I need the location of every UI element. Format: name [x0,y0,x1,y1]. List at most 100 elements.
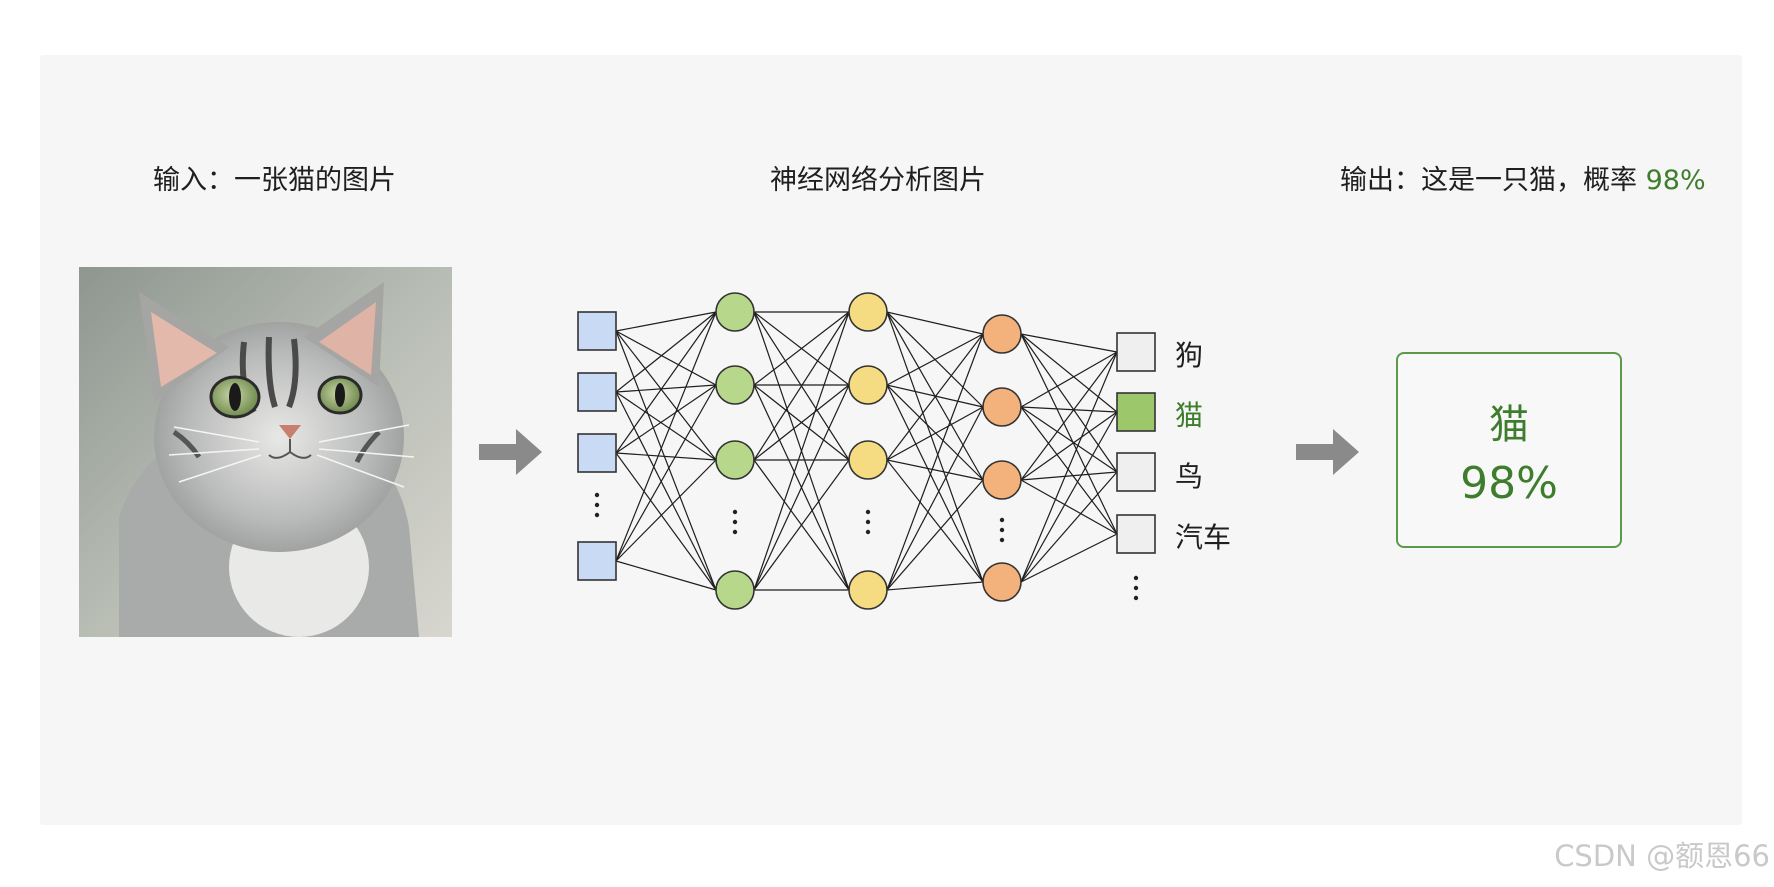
output-label-cat: 猫 [1175,399,1204,432]
connection-line [886,333,984,591]
output-title: 输出：这是一只猫，概率 98% [1340,158,1706,197]
ellipsis-dot [999,537,1005,543]
ellipsis-dot [865,509,871,515]
output-node [1116,452,1156,492]
connection-line [753,459,850,591]
output-label-car: 汽车 [1175,521,1232,554]
connection-line [615,452,717,591]
output-node [1116,514,1156,554]
connection-line [1020,333,1118,473]
arrow-right-icon [479,429,542,475]
connection-line [1020,479,1118,535]
connection-line [615,330,717,591]
hidden1-node [715,570,755,610]
connection-line [1020,351,1118,481]
hidden2-node [848,440,888,480]
connection-line [615,459,717,562]
connection-line [1020,333,1118,413]
input-node [577,311,617,351]
watermark: CSDN @额恩66 [1554,839,1770,873]
connection-line [1020,333,1118,353]
output-label-dog: 狗 [1175,339,1204,372]
connection-line [1020,533,1118,583]
hidden2-node [848,365,888,405]
connection-line [753,384,850,591]
ellipsis-dot [999,527,1005,533]
connection-line [615,391,717,461]
connection-line [615,560,717,591]
connection-line [615,311,717,562]
connection-line [615,384,717,562]
output-title-text: 输出：这是一只猫，概率 [1340,165,1637,196]
input-title: 输入：一张猫的图片 [153,165,396,196]
connection-line [615,311,717,454]
connection-line [1020,333,1118,535]
connection-line [886,459,984,583]
result-class: 猫 [1489,402,1529,448]
ellipsis-dot [1133,585,1139,591]
result-box: 猫 98% [1396,352,1622,548]
connection-line [886,333,984,386]
hidden1-node [715,440,755,480]
ellipsis-dots [594,492,1139,601]
connection-line [615,311,717,332]
network-connections [615,311,1118,591]
hidden1-node [715,365,755,405]
arrow-right-icon [1296,429,1359,475]
output-title-probability: 98% [1645,165,1706,196]
connection-line [886,406,984,461]
output-node [1116,392,1156,432]
connection-line [1020,406,1118,473]
connection-line [886,581,984,591]
input-node [577,541,617,581]
network-nodes [577,292,1156,610]
connection-line [886,384,984,583]
cat-photo-icon [79,267,452,637]
ellipsis-dot [594,512,600,518]
connection-line [615,384,717,454]
connection-line [753,384,850,461]
cat-photo [79,267,452,637]
connection-line [886,459,984,481]
connection-line [615,452,717,461]
hidden2-node [848,292,888,332]
output-node [1116,332,1156,372]
connection-line [1020,406,1118,413]
connection-line [615,330,717,386]
hidden2-node [848,570,888,610]
ellipsis-dot [732,519,738,525]
hidden1-node [715,292,755,332]
output-label-bird: 鸟 [1175,460,1204,493]
connection-line [753,311,850,591]
connection-line [1020,411,1118,481]
connection-line [753,311,850,461]
input-node [577,433,617,473]
connection-line [886,311,984,335]
connection-line [753,311,850,386]
connection-line [615,384,717,393]
connection-line [886,406,984,591]
ellipsis-dot [999,517,1005,523]
ellipsis-dot [732,529,738,535]
ellipsis-dot [865,529,871,535]
connection-line [615,311,717,393]
connection-line [886,384,984,481]
input-node [577,372,617,412]
result-probability: 98% [1460,458,1558,509]
connection-line [615,391,717,591]
ellipsis-dot [1133,595,1139,601]
connection-line [1020,471,1118,583]
ellipsis-dot [1133,575,1139,581]
connection-line [886,479,984,591]
connection-line [1020,406,1118,535]
ellipsis-dot [865,519,871,525]
connection-line [886,333,984,461]
connection-line [1020,351,1118,583]
ellipsis-dot [594,492,600,498]
connection-line [886,311,984,583]
ellipsis-dot [732,509,738,515]
connection-line [1020,411,1118,583]
hidden3-node [982,387,1022,427]
connection-line [1020,471,1118,481]
